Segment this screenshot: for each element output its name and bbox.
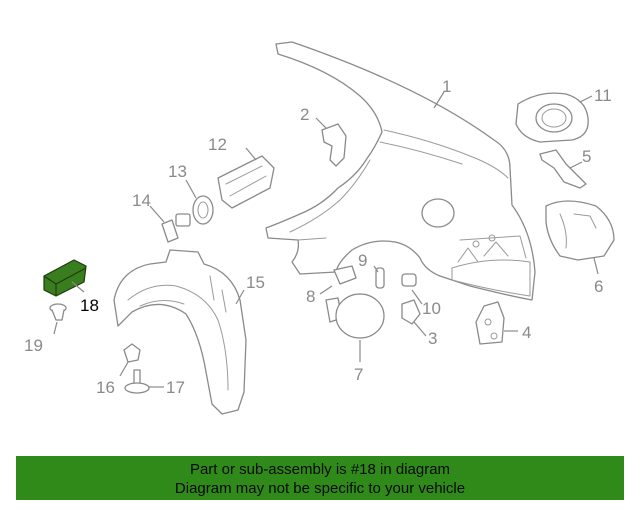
callout-1: 1 — [442, 77, 451, 96]
hinge-part-4 — [475, 301, 505, 345]
plunger-part-14 — [161, 213, 191, 243]
callout-2: 2 — [300, 105, 309, 124]
callout-13: 13 — [168, 162, 187, 181]
inner-panel-part-6 — [545, 200, 615, 261]
info-banner-line-2: Diagram may not be specific to your vehi… — [174, 480, 466, 497]
clip-part-19 — [49, 303, 67, 321]
fuel-filler-housing-part-11 — [515, 92, 589, 143]
callout-14: 14 — [132, 191, 151, 210]
callout-10: 10 — [422, 299, 441, 318]
callout-17: 17 — [166, 378, 185, 397]
callout-numbers: 1 2 11 5 6 12 13 14 15 16 17 18 19 9 8 1… — [24, 77, 612, 397]
clip-part-16 — [123, 343, 141, 363]
leader-lines — [53, 91, 599, 388]
bracket-part-5 — [539, 149, 587, 189]
grommet-part-13 — [192, 195, 214, 225]
bracket-part-3 — [401, 299, 421, 325]
info-banner: Part or sub-assembly is #18 in diagram D… — [16, 456, 624, 500]
bracket-part-2 — [321, 123, 347, 167]
callout-9: 9 — [358, 251, 367, 270]
pin-part-17 — [124, 369, 150, 394]
callout-18: 18 — [80, 296, 99, 315]
parts-diagram: 1 2 11 5 6 12 13 14 15 16 17 18 19 9 8 1… — [24, 41, 615, 415]
bumper-part-9 — [375, 267, 385, 289]
callout-12: 12 — [208, 135, 227, 154]
callout-3: 3 — [428, 329, 437, 348]
callout-15: 15 — [246, 273, 265, 292]
wheel-liner-part-15 — [113, 249, 247, 415]
callout-5: 5 — [582, 147, 591, 166]
callout-8: 8 — [306, 287, 315, 306]
callout-7: 7 — [354, 365, 363, 384]
cap-part-10 — [401, 273, 417, 287]
quarter-panel-part-1 — [265, 41, 536, 301]
actuator-part-12 — [217, 155, 275, 209]
callout-19: 19 — [24, 336, 43, 355]
callout-16: 16 — [96, 378, 115, 397]
callout-11: 11 — [594, 86, 612, 105]
hinge-part-8 — [333, 265, 357, 285]
info-banner-line-1: Part or sub-assembly is #18 in diagram — [189, 461, 451, 478]
highlighted-part-18 — [43, 259, 87, 297]
fuel-door-part-7 — [325, 293, 385, 339]
callout-6: 6 — [594, 277, 603, 296]
callout-4: 4 — [522, 323, 531, 342]
